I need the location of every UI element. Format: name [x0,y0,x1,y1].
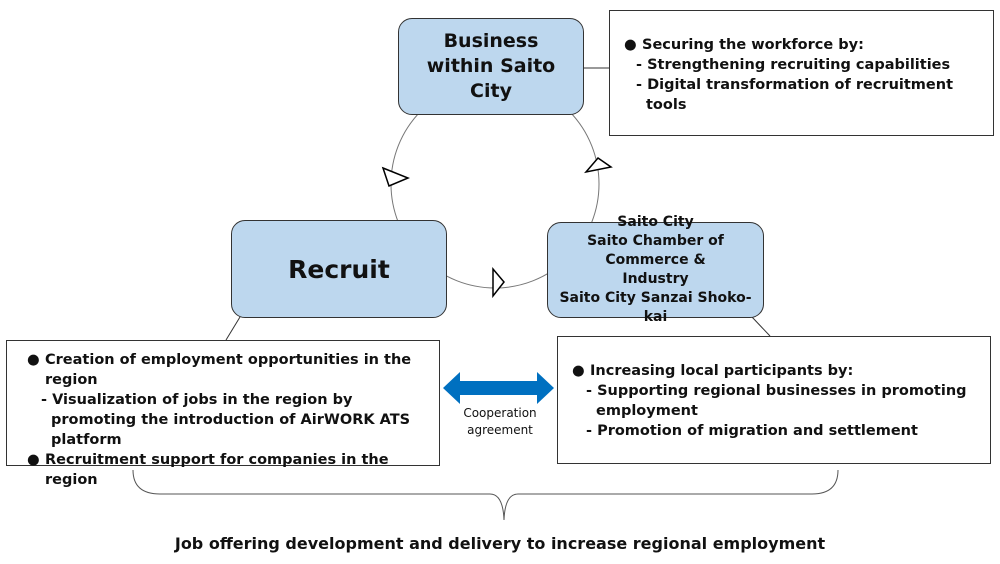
double-arrow-icon [443,372,554,404]
node-recruit-label: Recruit [288,254,390,284]
node-saito-line: Saito Chamber of Commerce & Industry [587,233,724,287]
sub-text: - Strengthening recruiting capabilities [636,57,951,73]
business-box: ●Securing the workforce by: - Strengthen… [609,10,994,136]
node-business: Business within Saito City [398,18,584,115]
sub-text: - Digital transformation of recruitment … [636,77,953,113]
node-saito: Saito City Saito Chamber of Commerce & I… [547,214,764,325]
brace [132,469,839,521]
bullet-text: Securing the workforce by: [642,37,864,53]
recruit-box: ●Creation of employment opportunities in… [6,340,440,488]
node-business-label: Business within Saito City [426,30,556,102]
cycle-arrow-bottom-icon [492,266,505,299]
node-saito-line: Saito City [617,214,694,230]
bullet-text: Increasing local participants by: [590,363,854,379]
sub-text: - Visualization of jobs in the region by… [41,392,411,448]
cooperation-label: Cooperation agreement [463,406,537,437]
cycle-arrow-left-icon [381,166,410,188]
node-saito-line: Saito City Sanzai Shoko-kai [559,290,752,325]
sub-text: - Supporting regional businesses in prom… [586,383,967,419]
bullet-text: Recruitment support for companies in the… [45,452,389,488]
footer-caption: Job offering development and delivery to… [174,534,826,553]
connector-line [225,316,241,341]
sub-text: - Promotion of migration and settlement [586,423,918,439]
saito-box: ●Increasing local participants by: - Sup… [557,336,991,464]
cycle-arrow-right-icon [584,156,613,174]
node-recruit: Recruit [231,220,447,318]
connector-line [751,316,771,337]
bullet-text: Creation of employment opportunities in … [45,352,412,388]
